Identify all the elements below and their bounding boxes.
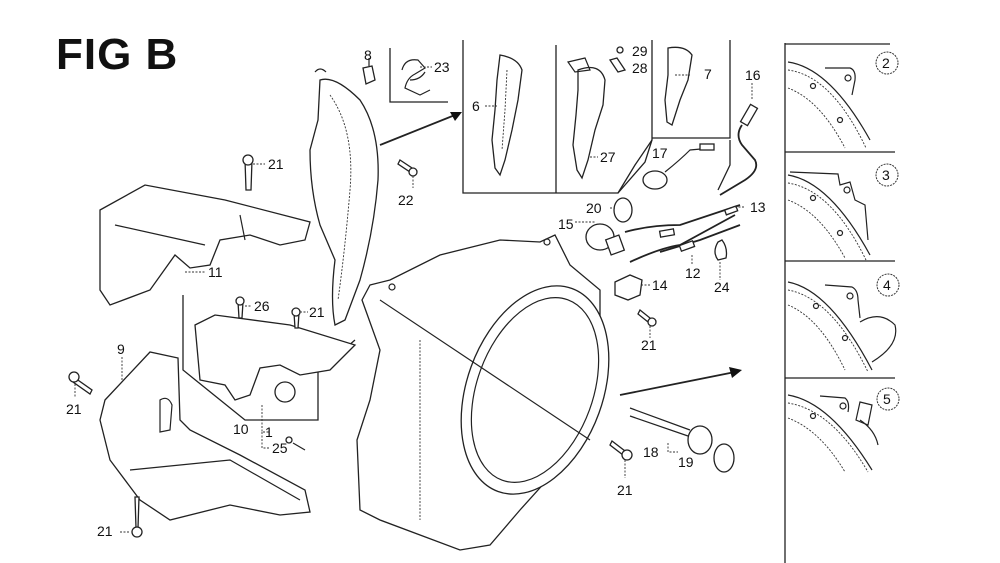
callout-19: 19	[678, 454, 694, 470]
callout-29: 29	[632, 43, 648, 59]
screw-29	[616, 46, 624, 54]
callout-11: 11	[208, 264, 223, 280]
callout-7: 7	[704, 66, 712, 82]
variant-5: 5	[787, 387, 900, 473]
wire-harness	[624, 204, 741, 263]
callout-6: 6	[472, 98, 480, 114]
callout-21: 21	[309, 304, 325, 320]
pointer-arrow	[619, 371, 736, 396]
variant-3: 3	[787, 163, 899, 261]
switch-15	[585, 223, 626, 256]
leader-lines	[74, 66, 745, 533]
inset-box-plate-7	[652, 40, 731, 139]
variant-label: 2	[882, 55, 890, 71]
inset-boxes	[389, 40, 731, 194]
variant-4: 4	[787, 273, 900, 373]
callout-18: 18	[643, 444, 659, 460]
callout-1: 1	[265, 424, 273, 440]
arrow-head	[729, 367, 742, 378]
clip-23	[401, 59, 431, 96]
shroud-plate-6	[491, 54, 523, 177]
fan-housing	[356, 234, 610, 551]
inset-box-edge	[617, 139, 653, 194]
variant-number-circle	[875, 51, 899, 75]
variant-label: 4	[883, 277, 891, 293]
switch-17	[642, 143, 715, 190]
pointer-arrow	[379, 114, 456, 146]
callout-27: 27	[600, 149, 616, 165]
cover-11	[99, 184, 311, 306]
callout-14: 14	[652, 277, 668, 293]
callout-13: 13	[750, 199, 766, 215]
variant-label: 3	[882, 167, 890, 183]
callout-26: 26	[254, 298, 270, 314]
inset-box-clip	[389, 48, 448, 103]
grommet-20	[613, 197, 633, 223]
callout-21: 21	[268, 156, 284, 172]
variant-number-circle	[876, 273, 900, 297]
arrow-head	[450, 112, 462, 121]
callout-21: 21	[617, 482, 633, 498]
variant-panels: 2 3 4	[784, 43, 900, 563]
lower-cover-9	[99, 351, 311, 521]
variant-2: 2	[787, 51, 899, 149]
callout-15: 15	[558, 216, 574, 232]
callout-16: 16	[745, 67, 761, 83]
shroud-plate-7	[664, 46, 693, 126]
callout-21: 21	[66, 401, 82, 417]
callout-25: 25	[272, 440, 288, 456]
clamp-24	[714, 239, 728, 261]
callout-23: 23	[434, 59, 450, 75]
variant-number-circle	[876, 387, 900, 411]
inset-box-shroud-plates	[462, 40, 653, 194]
module-14	[614, 274, 643, 301]
callout-labels: 21 22 8 23 6 27 29 28 7 16 17 20 15 13 1…	[66, 43, 766, 539]
nut-8	[362, 58, 376, 85]
inset-box-edge	[717, 140, 731, 191]
callout-12: 12	[685, 265, 701, 281]
nut-19	[713, 443, 735, 473]
washer-28	[608, 57, 627, 73]
figure-title: FIG B	[56, 30, 179, 79]
callout-28: 28	[632, 60, 648, 76]
callout-20: 20	[586, 200, 602, 216]
callout-24: 24	[714, 279, 730, 295]
callout-17: 17	[652, 145, 668, 161]
callout-21: 21	[641, 337, 657, 353]
variant-number-circle	[875, 163, 899, 187]
shroud-arc	[309, 68, 379, 326]
callout-9: 9	[117, 341, 125, 357]
callout-10: 10	[233, 421, 249, 437]
callout-21: 21	[97, 523, 113, 539]
bracket-assembly	[194, 314, 357, 451]
wire-lead-16	[719, 83, 759, 196]
variant-label: 5	[883, 391, 891, 407]
bolt-21e	[134, 496, 140, 529]
switch-assembly-18	[629, 407, 713, 455]
callout-8: 8	[364, 47, 372, 63]
callout-22: 22	[398, 192, 414, 208]
